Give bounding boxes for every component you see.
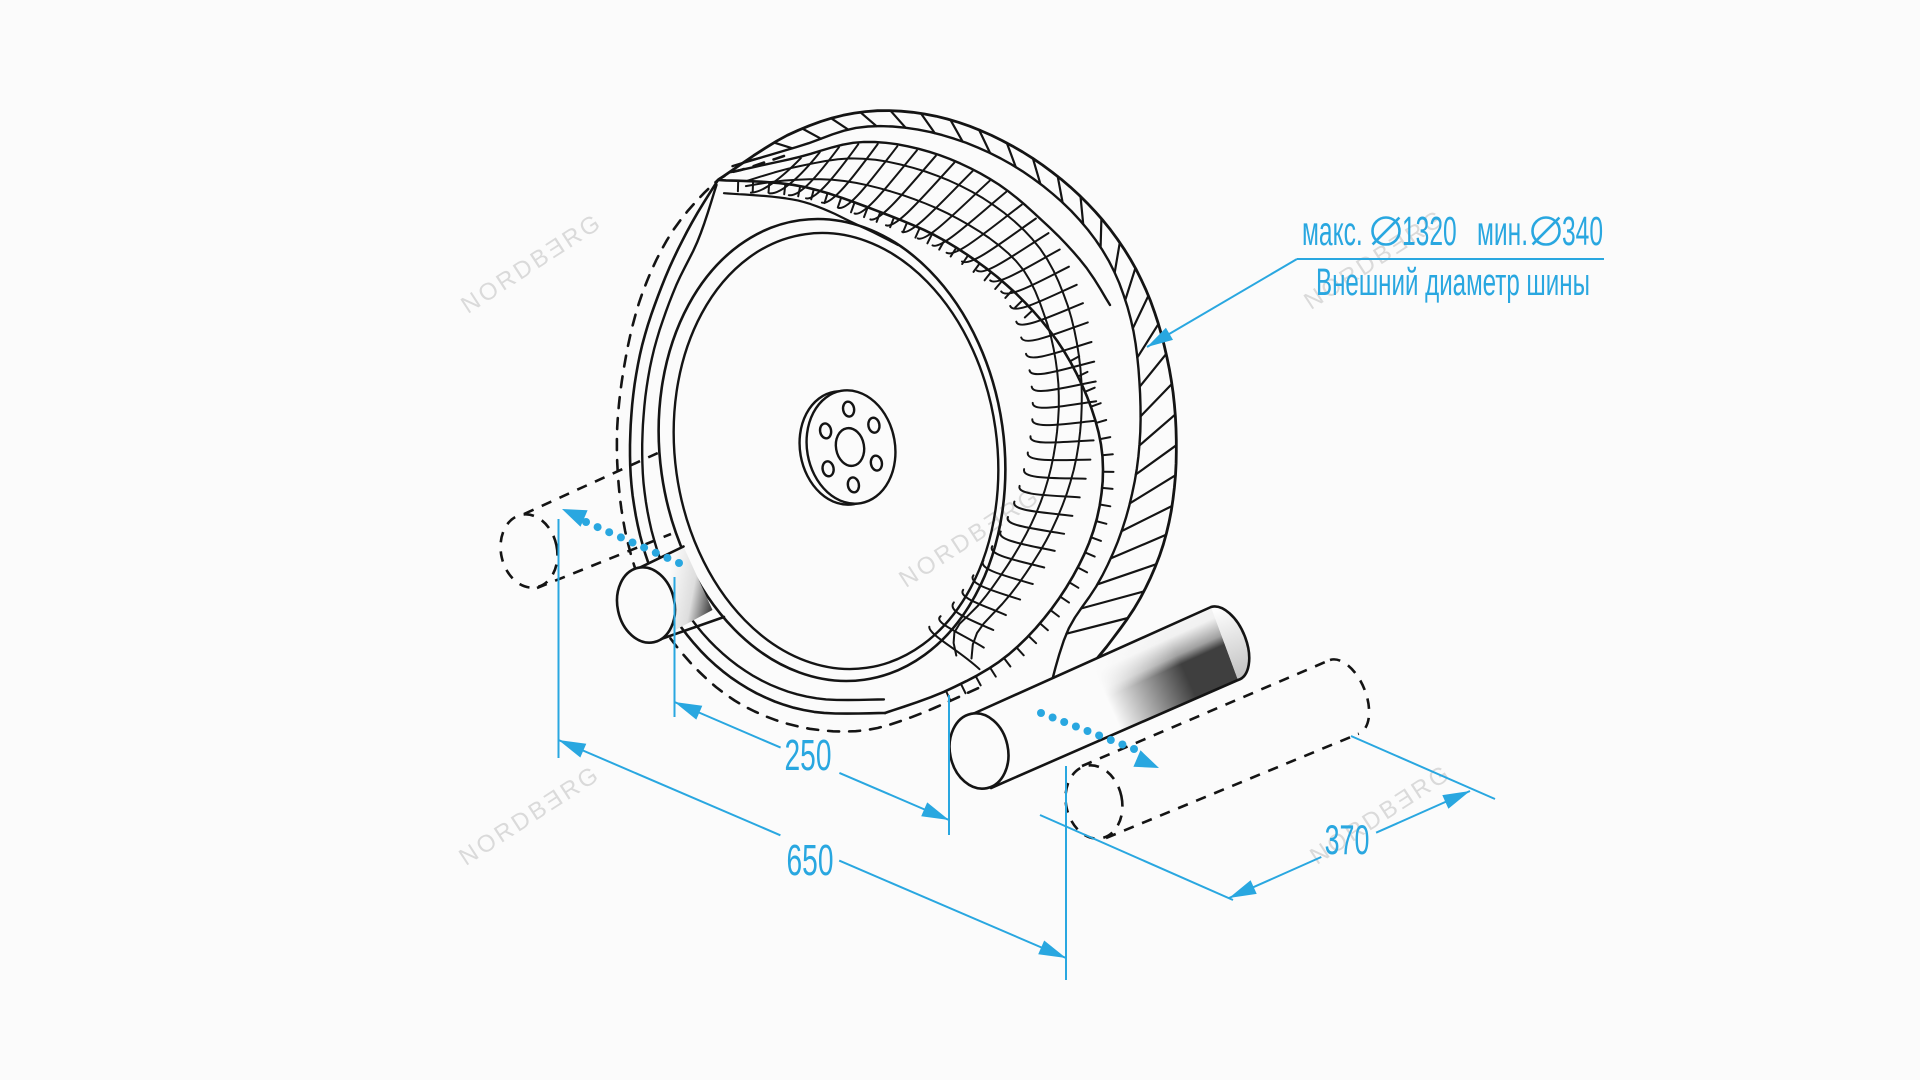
svg-text:340: 340 <box>1562 209 1603 255</box>
svg-text:NORDBƎRG: NORDBƎRG <box>456 208 607 319</box>
svg-text:650: 650 <box>787 836 834 885</box>
svg-text:макс.: макс. <box>1302 209 1363 255</box>
svg-text:Внешний диаметр шины: Внешний диаметр шины <box>1316 260 1590 303</box>
svg-text:1320: 1320 <box>1402 209 1457 255</box>
svg-text:мин.: мин. <box>1477 209 1528 255</box>
svg-text:250: 250 <box>785 731 832 780</box>
svg-text:NORDBƎRG: NORDBƎRG <box>454 760 605 871</box>
svg-text:370: 370 <box>1325 817 1370 863</box>
